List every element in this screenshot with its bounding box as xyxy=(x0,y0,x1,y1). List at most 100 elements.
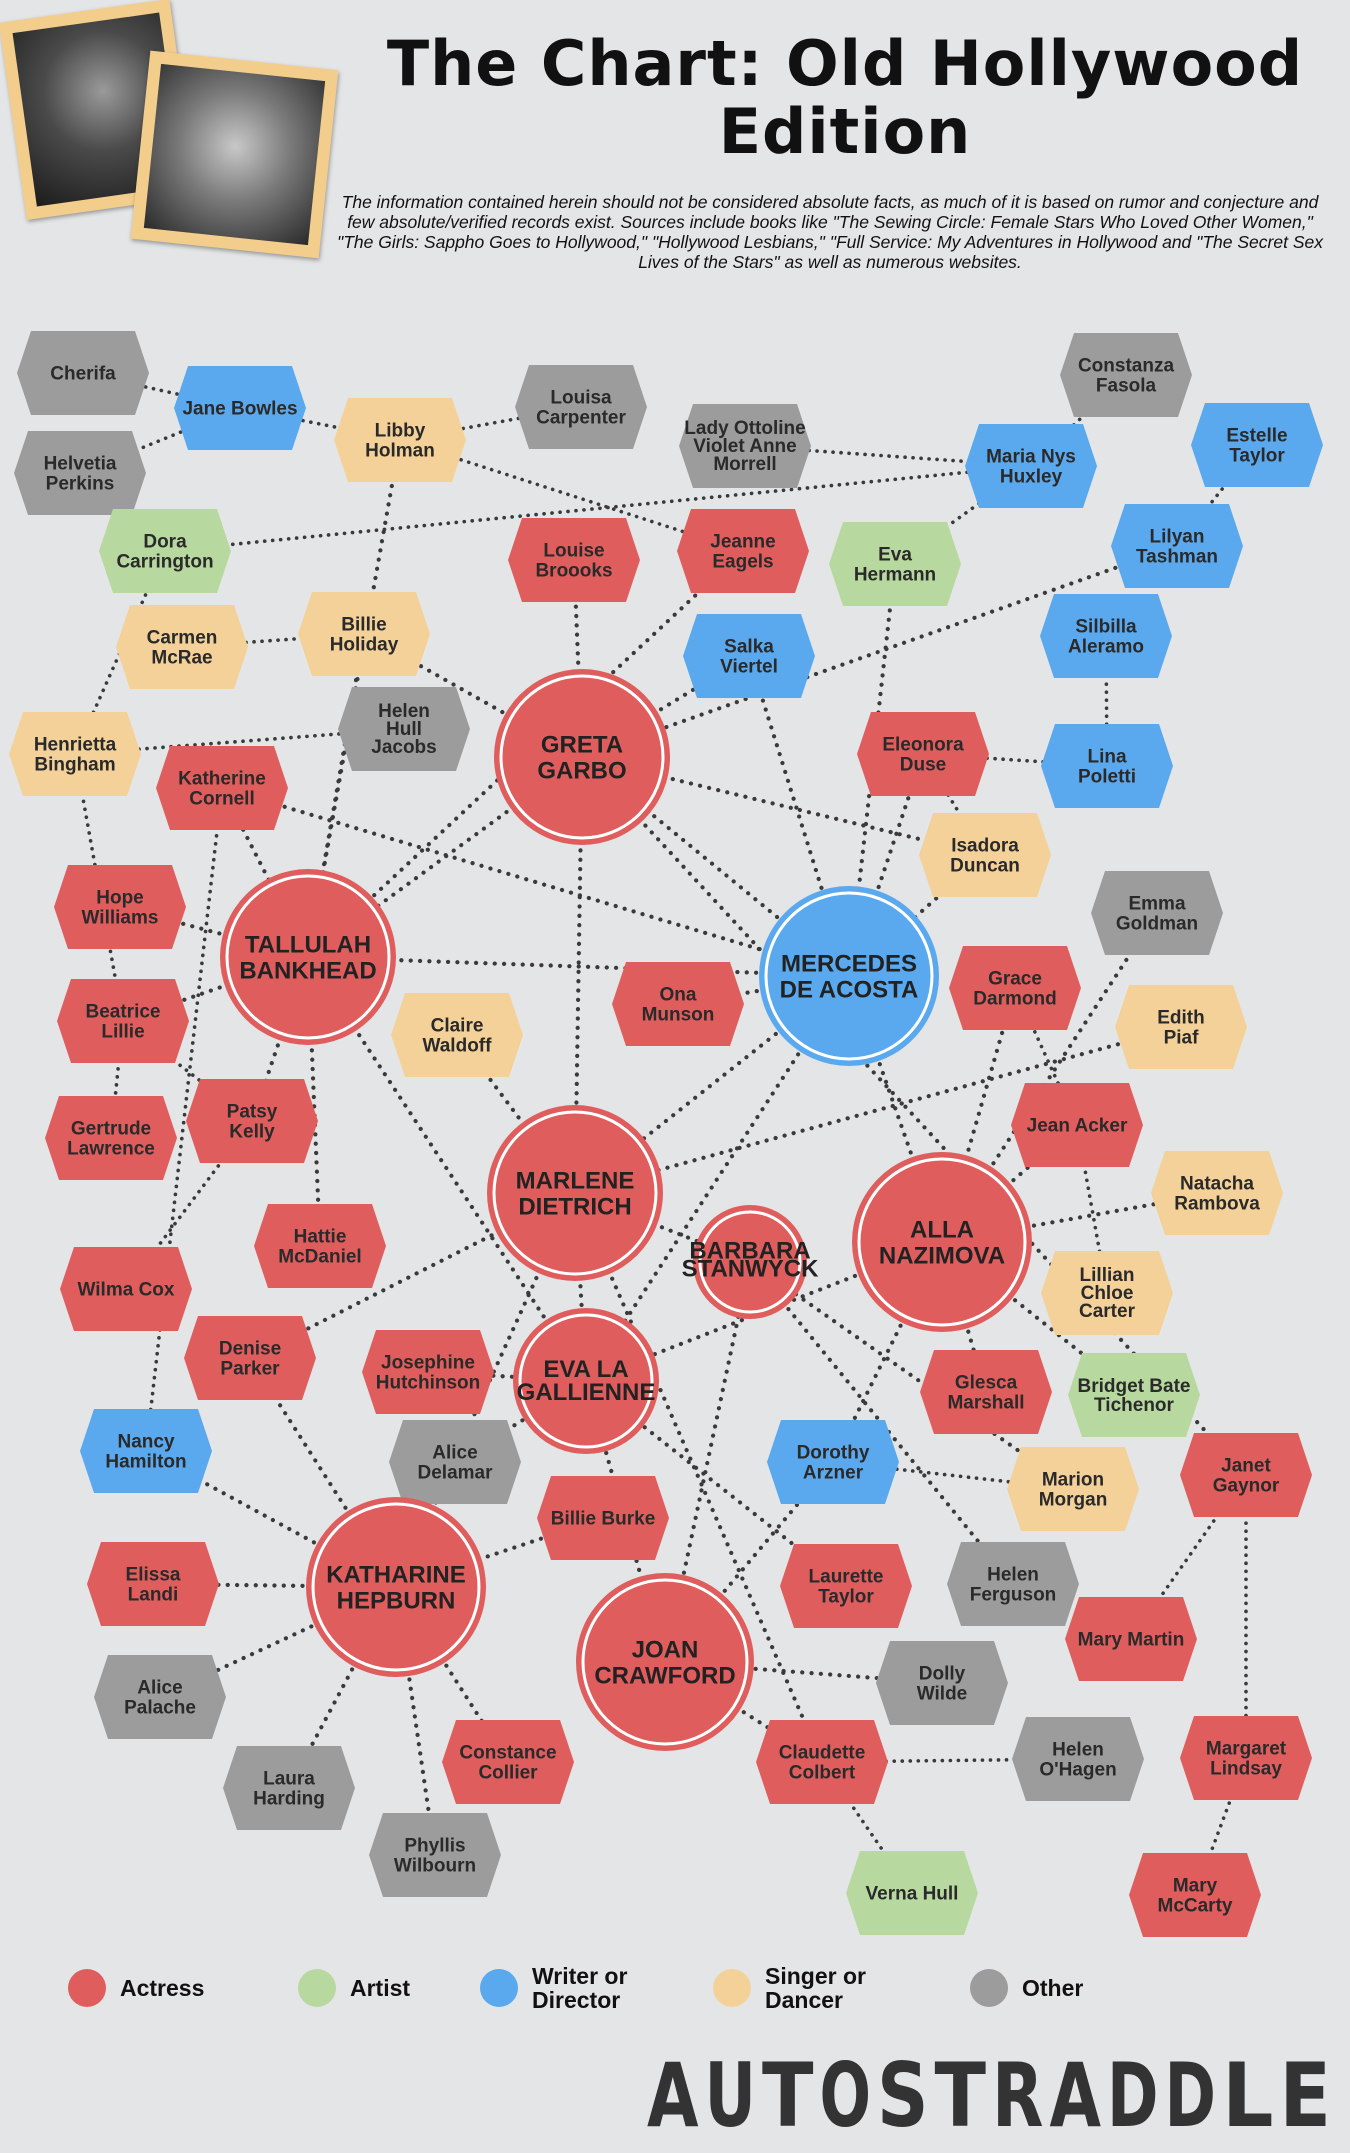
legend-swatch xyxy=(298,1969,336,2007)
edge-mercedes-de-acosta-eva-la-gallienne xyxy=(583,973,852,1384)
edge-joan-crawford-claudette-colbert xyxy=(662,1659,825,1765)
edge-estelle-taylor-lilyan-tashman xyxy=(1175,443,1259,548)
node-label: Verna Hull xyxy=(866,1884,959,1905)
legend-item-artist: Artist xyxy=(298,1960,480,2016)
edge-dorothy-arzner-joan-crawford xyxy=(662,1459,836,1665)
page-title: The Chart: Old Hollywood Edition xyxy=(386,27,1304,168)
edge-cherifa-jane-bowles xyxy=(81,371,242,410)
legend-label: Actress xyxy=(120,1975,205,2001)
node-label: Cherifa xyxy=(50,364,116,385)
edge-maria-huxley-dora-carrington xyxy=(163,464,1033,553)
edge-katherine-cornell-nancy-hamilton xyxy=(144,786,224,1453)
edge-barbara-stanwyck-joan-crawford xyxy=(662,1259,753,1665)
edge-greta-garbo-isadora-duncan xyxy=(579,754,988,858)
legend-item-actress: Actress xyxy=(68,1960,250,2016)
legend-swatch xyxy=(970,1969,1008,2007)
edge-grace-darmond-alla-nazimova xyxy=(939,985,1018,1245)
brand-letter: D xyxy=(1107,2050,1159,2140)
edge-edith-piaf-marlene-dietrich xyxy=(572,1024,1184,1196)
node-label: Billie Burke xyxy=(551,1508,656,1529)
brand-letter: D xyxy=(1165,2050,1217,2140)
node-jean-acker: Jean Acker xyxy=(1011,1083,1143,1167)
edge-silbilla-aleramo-lina-poletti xyxy=(1104,634,1109,768)
legend-swatch xyxy=(713,1969,751,2007)
edge-helen-ferguson-barbara-stanwyck xyxy=(747,1259,1016,1587)
brand-letter: U xyxy=(705,2050,757,2140)
node-label: Mary Martin xyxy=(1078,1629,1185,1650)
legend-label: Artist xyxy=(350,1975,411,2001)
legend-label: Other xyxy=(1022,1975,1084,2001)
intro-text: The information contained herein should … xyxy=(337,192,1323,272)
legend-item-other: Other xyxy=(970,1960,1152,2016)
edge-katharine-hepburn-constance-collier xyxy=(393,1584,511,1765)
edge-lilyan-tashman-greta-garbo xyxy=(579,543,1180,760)
legend-item-writer: Writer or Director xyxy=(480,1960,662,2016)
